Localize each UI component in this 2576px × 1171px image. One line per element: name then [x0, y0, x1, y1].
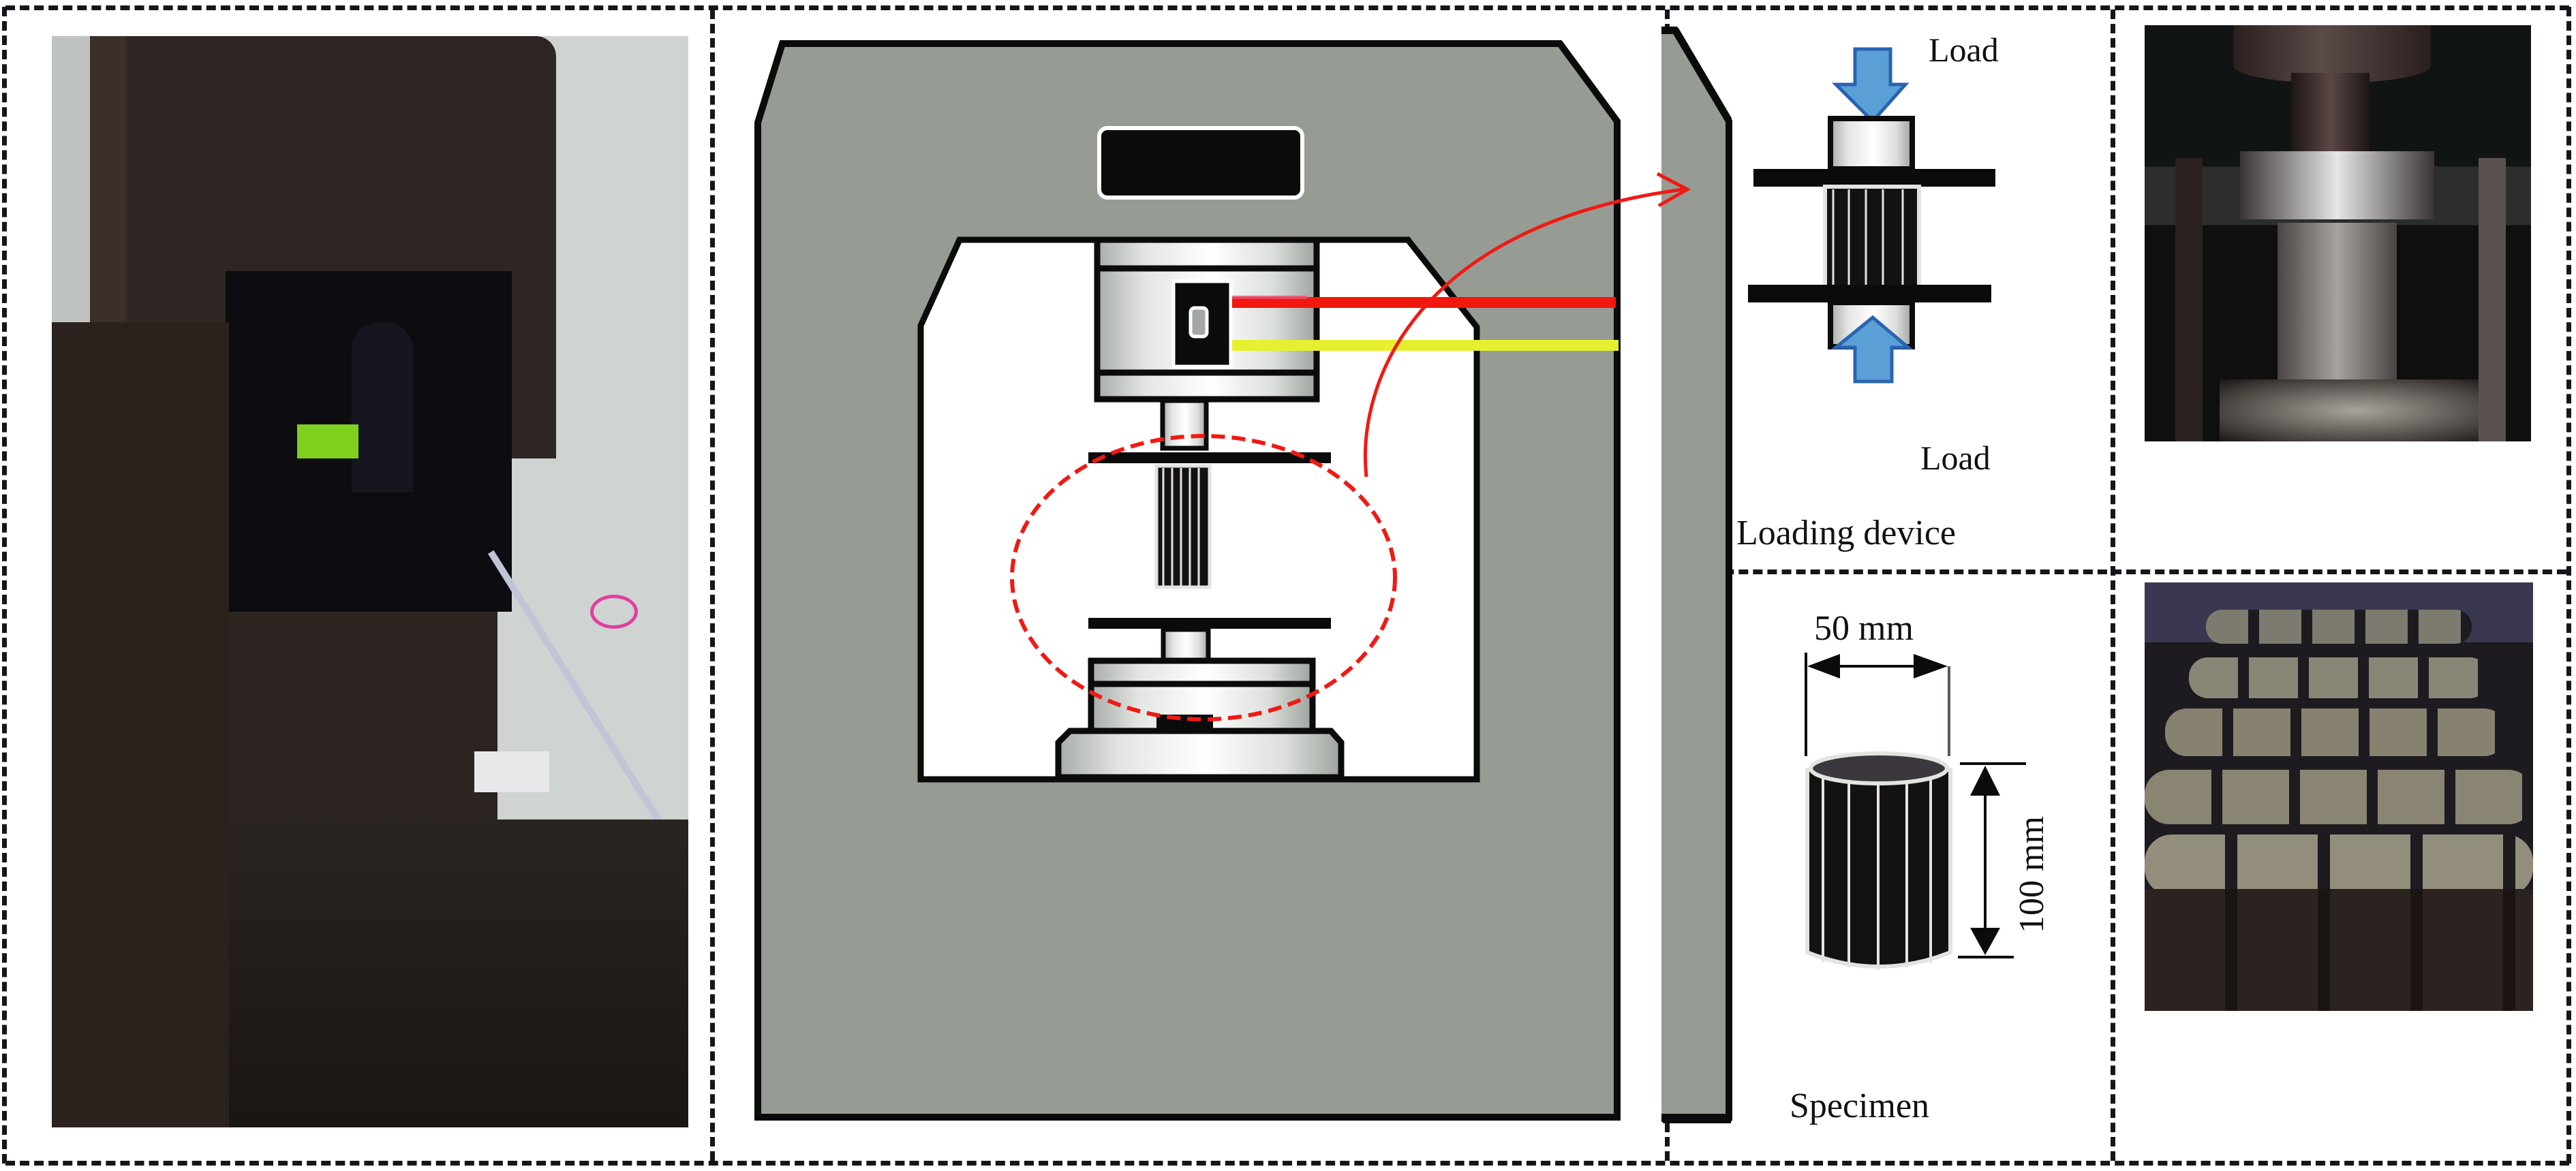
loading-specimen-stripes	[1832, 189, 1904, 289]
debris-photo	[2220, 379, 2492, 441]
specimen-row-front-bodies	[2145, 889, 2533, 1011]
sensor-indicator	[1189, 306, 1209, 339]
height-label: 100 mm	[2012, 816, 2051, 933]
loading-device-caption: Loading device	[1736, 514, 1956, 552]
green-bucket-photo	[297, 424, 358, 458]
load-arrow-down-icon	[1831, 47, 1910, 124]
width-arrow-right-icon	[1914, 654, 1948, 678]
loading-photo	[2145, 25, 2531, 441]
upper-spacer-block	[1160, 398, 1209, 451]
frame-specimen-stripes	[1162, 468, 1200, 586]
press-ram-photo	[352, 322, 413, 493]
callout-arrowhead	[1656, 172, 1691, 208]
pink-object-photo	[590, 595, 638, 629]
specimen-row-4	[2145, 770, 2533, 824]
left-column-photo	[2175, 158, 2203, 441]
lamp-base-photo	[474, 751, 549, 792]
divider-diagram-photo	[2111, 10, 2115, 1161]
specimen-row-back	[2206, 610, 2472, 644]
press-photo	[52, 36, 688, 1127]
specimen-row-2	[2189, 657, 2489, 698]
upper-bearing-bar	[1088, 452, 1331, 463]
panel-border-right	[2566, 7, 2571, 1164]
load-arrow-up-icon	[1830, 315, 1913, 384]
loading-top-platen	[1828, 116, 1915, 172]
red-cable	[1232, 297, 1616, 308]
red-cable-highlight	[1232, 296, 1307, 299]
load-label-top: Load	[1929, 31, 1999, 69]
specimen-highlight-ellipse	[1010, 434, 1397, 721]
collar-photo	[2240, 151, 2434, 219]
specimen-cylinder-top	[1809, 751, 1949, 785]
specimen-photo	[2278, 223, 2397, 396]
panel-border-bottom	[5, 1161, 2569, 1166]
display-screen-rect	[1097, 126, 1304, 200]
left-cabinet-photo	[52, 322, 229, 1127]
loading-bottom-bar	[1748, 285, 1991, 302]
lower-bearing-bar	[1088, 618, 1331, 629]
panel-border-top	[5, 5, 2569, 10]
specimen-row-front-tops	[2145, 834, 2533, 896]
workbench-photo	[229, 819, 688, 1127]
diameter-label: 50 mm	[1814, 609, 1914, 648]
panel-border-left	[2, 7, 7, 1164]
height-arrow-down-icon	[1970, 928, 2000, 955]
height-arrow-up-icon	[1970, 766, 2000, 796]
specimen-row-3	[2165, 708, 2506, 756]
callout-curve	[1363, 187, 1684, 478]
right-column-photo	[2479, 158, 2506, 441]
frame-specimen	[1154, 464, 1212, 589]
load-label-bottom: Load	[1920, 439, 1991, 477]
yellow-cable	[1232, 340, 1619, 351]
specimens-photo	[2145, 582, 2533, 1011]
loading-top-bar	[1753, 169, 1995, 187]
base-pedestal-true	[1055, 728, 1345, 781]
width-arrow-left-icon	[1807, 654, 1840, 678]
specimen-cylinder-stripes	[1822, 778, 1932, 970]
divider-photo-schematic	[710, 10, 715, 1161]
specimen-caption: Specimen	[1790, 1087, 1930, 1125]
piston-photo	[2291, 73, 2370, 161]
divider-right-horizontal	[1667, 569, 2566, 574]
